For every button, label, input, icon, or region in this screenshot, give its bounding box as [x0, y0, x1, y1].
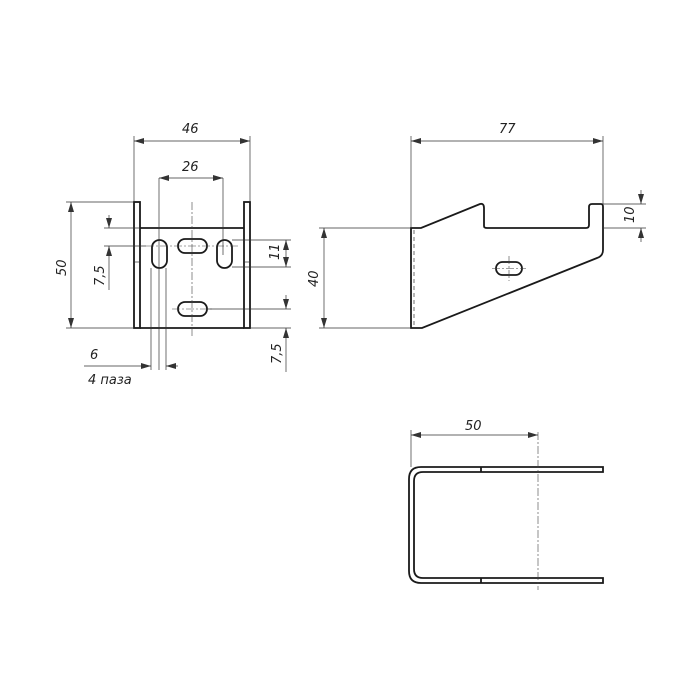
slot-note: 4 паза	[88, 373, 132, 388]
front-view: 46 26 50 7,5 11 7,5 6 4 паза	[55, 122, 291, 388]
dim-46: 46	[182, 122, 199, 137]
slot-left	[151, 239, 168, 269]
dim-26: 26	[182, 160, 199, 175]
side-view: 77 40 10	[307, 122, 646, 329]
left-flange	[133, 201, 141, 329]
dim-77: 77	[499, 122, 516, 137]
slot-right	[216, 239, 233, 269]
dim-50: 50	[55, 259, 70, 276]
side-profile	[410, 202, 604, 329]
dim-11: 11	[268, 243, 283, 260]
dim-50-top: 50	[465, 419, 482, 434]
right-flange	[243, 201, 251, 329]
dim-6: 6	[90, 348, 98, 363]
dim-7-5-top: 7,5	[93, 265, 108, 286]
u-channel	[408, 466, 604, 584]
dim-10: 10	[623, 206, 638, 223]
dim-7-5-bottom: 7,5	[270, 343, 285, 364]
dim-40: 40	[307, 270, 322, 287]
top-view: 50	[408, 419, 604, 590]
